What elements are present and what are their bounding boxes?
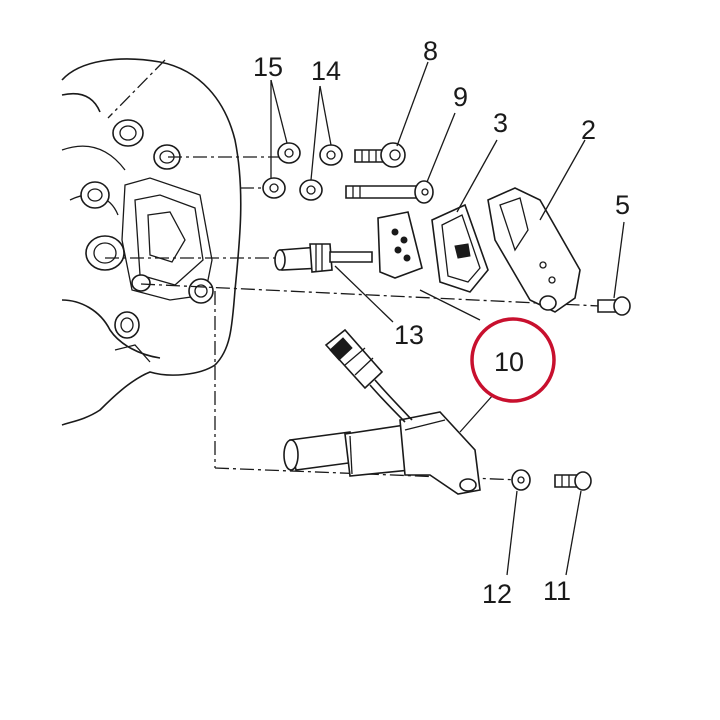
callout-13: 13 [394, 320, 424, 350]
callout-15: 15 [253, 52, 283, 82]
leader-lines [270, 61, 625, 576]
cover-2 [487, 187, 581, 313]
callout-2: 2 [581, 115, 596, 145]
gasket-3 [431, 203, 489, 293]
washer-14 [299, 144, 343, 201]
washer-12 [511, 469, 531, 491]
callout-10: 10 [494, 347, 524, 377]
callout-11: 11 [543, 576, 571, 606]
callout-3: 3 [493, 108, 508, 138]
screw-5 [597, 296, 631, 316]
callout-9: 9 [453, 82, 468, 112]
screw-11 [554, 471, 592, 491]
highlight-circle [470, 317, 556, 403]
screw-8 [354, 142, 406, 168]
engine-casing [61, 58, 242, 426]
callout-14: 14 [311, 56, 341, 86]
callout-labels: 15 14 8 9 3 2 5 13 10 12 11 [253, 36, 630, 609]
callout-5: 5 [615, 190, 630, 220]
connector-plate [377, 211, 423, 279]
bolt-9 [345, 180, 434, 204]
callout-12: 12 [482, 579, 512, 609]
washer-15 [262, 142, 301, 199]
speed-sensor-10 [283, 328, 481, 495]
callout-8: 8 [423, 36, 438, 66]
sensor-13 [274, 243, 373, 273]
